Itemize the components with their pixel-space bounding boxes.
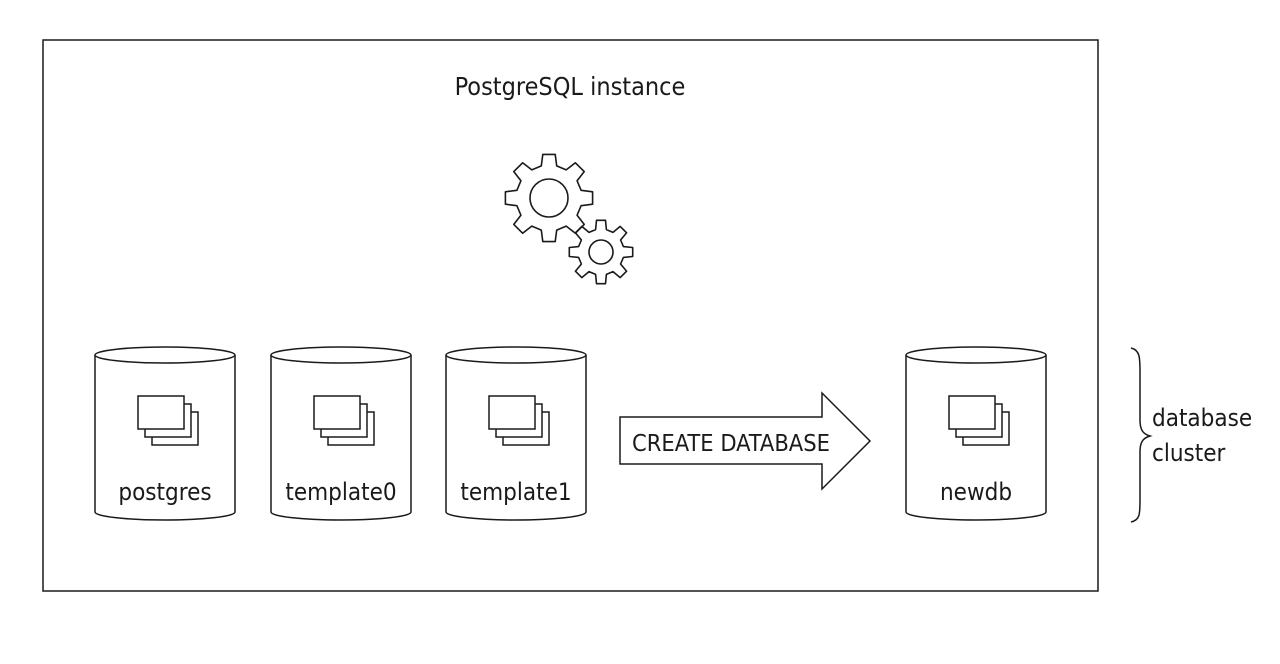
create-database-arrow: [619, 391, 872, 491]
cluster-label-line2: cluster: [1152, 439, 1226, 467]
database-label: newdb: [940, 478, 1012, 506]
pages-icon: [137, 395, 199, 446]
pages-icon: [488, 395, 550, 446]
database-postgres: postgres: [94, 346, 236, 521]
arrow-label: CREATE DATABASE: [632, 431, 830, 457]
cylinder-top: [445, 346, 587, 364]
database-template1: template1: [445, 346, 587, 521]
cylinder-top: [905, 346, 1047, 364]
instance-title: PostgreSQL instance: [455, 72, 686, 101]
cluster-brace: [1130, 347, 1153, 523]
pages-icon: [313, 395, 375, 446]
database-newdb: newdb: [905, 346, 1047, 521]
large-gear-icon: [504, 153, 594, 243]
database-label: template0: [285, 478, 396, 506]
database-template0: template0: [270, 346, 412, 521]
small-gear-icon: [568, 219, 634, 285]
cylinder-top: [94, 346, 236, 364]
pages-icon: [948, 395, 1010, 446]
gears-icon: [504, 153, 634, 285]
database-label: template1: [460, 478, 571, 506]
cluster-label-line1: database: [1152, 404, 1252, 432]
cylinder-top: [270, 346, 412, 364]
instance-box: [42, 39, 1099, 592]
database-label: postgres: [118, 478, 211, 506]
